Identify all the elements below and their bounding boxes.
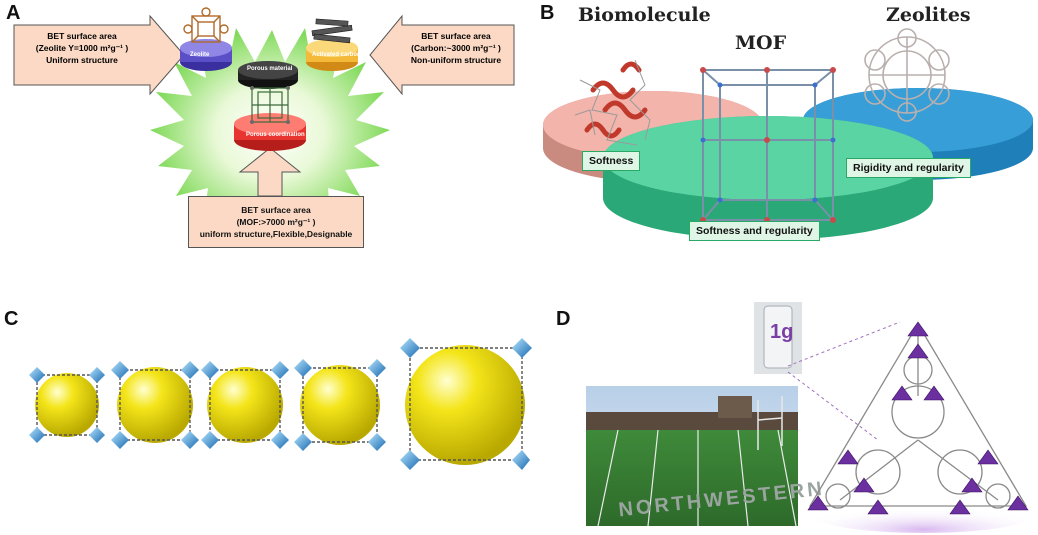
panel-c-figure: [29, 338, 532, 470]
callout-bottom: BET surface area (MOF:>7000 m²g⁻¹ ) unif…: [188, 196, 364, 248]
callout-left-desc: Uniform structure: [46, 55, 118, 65]
title-zeolites: Zeolites: [886, 4, 971, 26]
bottom-arrow: [238, 147, 302, 197]
callout-bottom-desc: uniform structure,Flexible,Designable: [199, 229, 353, 239]
disk-label-porous-material: Porous material: [247, 66, 293, 72]
right-arrow: [369, 14, 515, 96]
callout-left-title: BET surface area: [47, 31, 117, 41]
label-rigidity-regularity: Rigidity and regularity: [846, 158, 971, 178]
disk-label-activated-carbon: Activated carbon: [312, 52, 361, 58]
mof-cage-1: [29, 367, 105, 443]
panel-a-letter: A: [6, 2, 21, 24]
vial-label: 1g: [770, 321, 794, 343]
disk-label-zeolite: Zeolite: [190, 52, 210, 58]
title-biomolecule: Biomolecule: [578, 4, 711, 26]
panel-d-letter: D: [556, 308, 571, 330]
panel-d-figure: NORTHWESTERN: [586, 302, 1033, 533]
callout-right-title: BET surface area: [421, 31, 491, 41]
zeolite-framework: [864, 28, 950, 122]
label-softness: Softness: [582, 151, 641, 171]
callout-right-desc: Non-uniform structure: [410, 55, 502, 65]
callout-right-value: (Carbon:~3000 m²g⁻¹ ): [411, 43, 501, 53]
mof-cage-4: [294, 359, 386, 451]
callout-left: BET surface area (Zeolite Y=1000 m²g⁻¹ )…: [16, 30, 148, 66]
mof-cage-3: [201, 361, 289, 449]
callout-bottom-value: (MOF:>7000 m²g⁻¹ ): [236, 217, 316, 227]
mof-cage-5: [400, 338, 532, 470]
panel-c-letter: C: [4, 308, 19, 330]
callout-left-value: (Zeolite Y=1000 m²g⁻¹ ): [35, 43, 129, 53]
panel-a-figure: [13, 7, 515, 236]
callout-bottom-title: BET surface area: [241, 205, 311, 215]
label-softness-regularity: Softness and regularity: [689, 221, 820, 241]
left-arrow: [13, 14, 185, 96]
panel-b-letter: B: [540, 2, 555, 24]
callout-right: BET surface area (Carbon:~3000 m²g⁻¹ ) N…: [398, 30, 514, 66]
mof-cage-2: [111, 361, 199, 449]
title-mof: MOF: [735, 32, 787, 54]
protein-structure: [584, 61, 648, 139]
disk-label-porous-coordination: Porous coordination: [246, 132, 305, 138]
